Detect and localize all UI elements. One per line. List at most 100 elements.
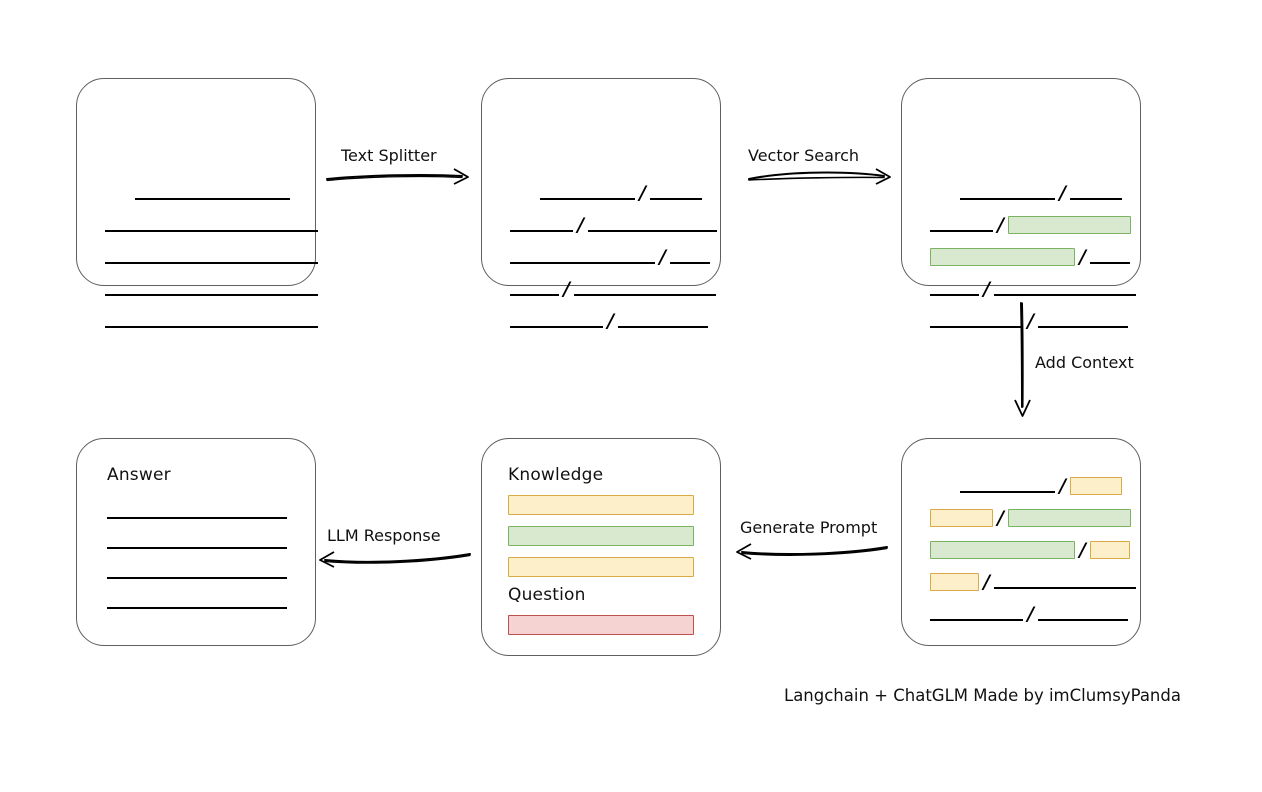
answer-box[interactable]: Answer xyxy=(76,438,316,646)
text-line xyxy=(107,547,287,549)
matched-chunk-highlight xyxy=(1007,216,1131,234)
edge-arrow-generate-prompt xyxy=(736,543,888,560)
text-line xyxy=(930,230,993,232)
knowledge-label: Knowledge xyxy=(508,465,604,485)
chunk-separator: / xyxy=(563,278,570,300)
chunk-separator: / xyxy=(1027,310,1034,332)
text-line xyxy=(1069,198,1122,200)
text-line xyxy=(510,230,573,232)
chunk-separator: / xyxy=(983,571,990,593)
chunk-row: / xyxy=(930,571,1136,593)
text-line xyxy=(107,517,287,519)
chunk-row: / xyxy=(930,603,1128,625)
matched-chunk-highlight xyxy=(1007,509,1131,527)
edge-label-add-context: Add Context xyxy=(1035,353,1134,372)
text-line xyxy=(930,294,979,296)
answer-row xyxy=(107,531,287,553)
chunk-separator: / xyxy=(997,507,1004,529)
chunk-separator: / xyxy=(1079,246,1086,268)
text-line xyxy=(107,607,287,609)
split-chunks-box[interactable]: / / / / / xyxy=(481,78,721,331)
text-line xyxy=(510,262,655,264)
knowledge-bar xyxy=(508,526,694,546)
chunk-separator: / xyxy=(1059,475,1066,497)
text-line xyxy=(105,262,318,264)
edge-arrow-add-context xyxy=(1014,302,1031,417)
source-document-box[interactable] xyxy=(76,78,318,328)
text-line xyxy=(540,198,635,200)
chunk-separator: / xyxy=(1027,603,1034,625)
chunk-row: / xyxy=(960,182,1122,204)
chunk-separator: / xyxy=(1079,539,1086,561)
diagram-caption: Langchain + ChatGLM Made by imClumsyPand… xyxy=(784,686,1181,705)
answer-row xyxy=(107,591,287,613)
answer-row xyxy=(107,561,287,583)
text-line xyxy=(960,198,1055,200)
matched-chunks-box[interactable]: / / / / / xyxy=(901,78,1141,331)
matched-chunk-highlight xyxy=(930,248,1075,266)
question-bar xyxy=(508,615,694,635)
document-row xyxy=(135,182,315,204)
chunk-separator: / xyxy=(983,278,990,300)
edge-arrow-text-splitter xyxy=(326,168,469,185)
text-line xyxy=(105,326,318,328)
chunk-separator: / xyxy=(1059,182,1066,204)
matched-chunk-highlight xyxy=(930,541,1075,559)
text-line xyxy=(960,491,1055,493)
chunk-separator: / xyxy=(659,246,666,268)
answer-label: Answer xyxy=(107,465,171,485)
text-line xyxy=(105,294,318,296)
context-chunks-box[interactable]: / / / / / xyxy=(901,438,1141,646)
text-line xyxy=(587,230,717,232)
chunk-row: / xyxy=(540,182,702,204)
chunk-row: / xyxy=(510,246,710,268)
edge-label-text-splitter: Text Splitter xyxy=(341,146,437,165)
chunk-row: / xyxy=(510,278,716,300)
text-line xyxy=(105,230,318,232)
text-line xyxy=(617,326,708,328)
chunk-row: / xyxy=(930,507,1131,529)
chunk-separator: / xyxy=(997,214,1004,236)
text-line xyxy=(573,294,716,296)
text-line xyxy=(993,587,1136,589)
answer-row xyxy=(107,501,287,523)
text-line xyxy=(107,577,287,579)
knowledge-bar xyxy=(508,495,694,515)
text-line xyxy=(1089,262,1130,264)
context-chunk-highlight xyxy=(1089,541,1130,559)
chunk-row: / xyxy=(960,475,1122,497)
edge-arrow-llm-response xyxy=(319,551,471,568)
text-line xyxy=(649,198,702,200)
chunk-separator: / xyxy=(577,214,584,236)
text-line xyxy=(993,294,1136,296)
edge-label-vector-search: Vector Search xyxy=(748,146,860,165)
edge-arrow-vector-search xyxy=(748,168,891,185)
chunk-row: / xyxy=(930,539,1130,561)
context-chunk-highlight xyxy=(1069,477,1122,495)
chunk-separator: / xyxy=(607,310,614,332)
context-chunk-highlight xyxy=(930,509,993,527)
text-line xyxy=(135,198,290,200)
edge-label-generate-prompt: Generate Prompt xyxy=(740,518,878,537)
chunk-row: / xyxy=(510,310,708,332)
document-row xyxy=(105,310,320,332)
text-line xyxy=(1037,619,1128,621)
context-chunk-highlight xyxy=(930,573,979,591)
text-line xyxy=(1037,326,1128,328)
question-label: Question xyxy=(508,585,586,605)
text-line xyxy=(930,326,1023,328)
chunk-row: / xyxy=(930,310,1128,332)
chunk-row: / xyxy=(930,214,1131,236)
text-line xyxy=(510,326,603,328)
document-row xyxy=(105,278,320,300)
chunk-row: / xyxy=(930,278,1136,300)
chunk-row: / xyxy=(510,214,717,236)
chunk-row: / xyxy=(930,246,1130,268)
text-line xyxy=(669,262,710,264)
document-row xyxy=(105,214,320,236)
edge-label-llm-response: LLM Response xyxy=(327,526,441,545)
chunk-separator: / xyxy=(639,182,646,204)
document-row xyxy=(105,246,320,268)
prompt-box[interactable]: Knowledge Question xyxy=(481,438,721,656)
